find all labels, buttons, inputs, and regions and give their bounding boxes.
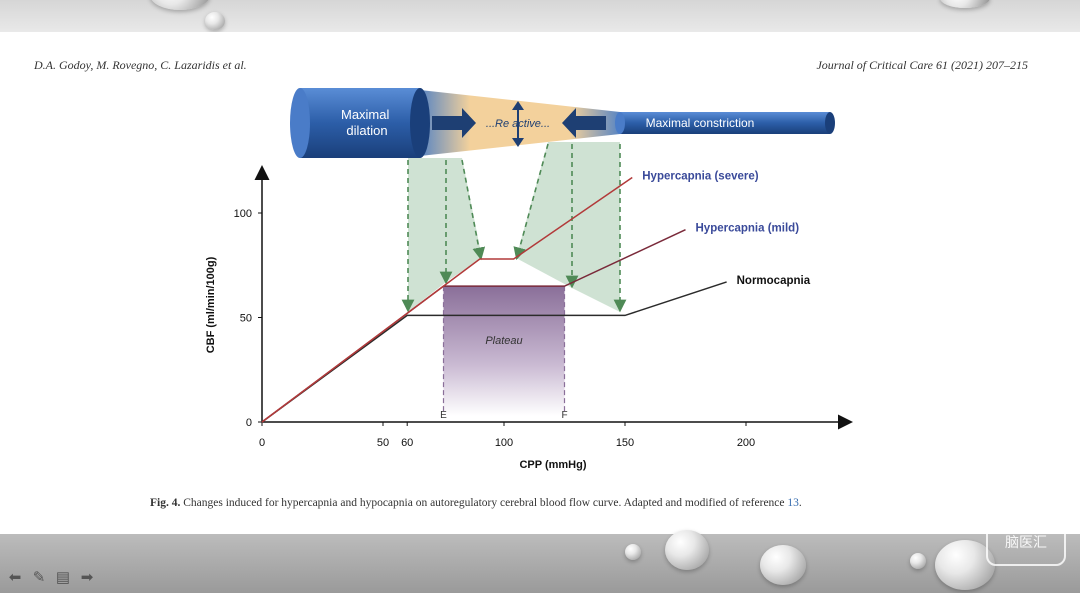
series-lines <box>261 176 727 423</box>
plateau-start-label: E <box>440 410 447 421</box>
vertical-arrow-icon <box>512 101 524 147</box>
dilation-tube <box>290 88 430 158</box>
figure-caption: Fig. 4. Changes induced for hypercapnia … <box>150 497 950 509</box>
pen-icon[interactable]: ✎ <box>32 569 46 586</box>
y-ticks: 0 50 100 <box>234 208 262 429</box>
y-tick-label: 0 <box>246 417 252 429</box>
projection-bands <box>408 142 620 312</box>
series-label-1: Hypercapnia (mild) <box>696 223 800 235</box>
next-slide-icon[interactable]: ➡ <box>80 569 94 586</box>
series-label-0: Normocapnia <box>737 275 811 287</box>
bubble-decoration <box>665 530 709 570</box>
projection-arrows <box>401 143 627 313</box>
x-tick-label: 50 <box>377 437 389 449</box>
bubble-decoration <box>940 0 990 8</box>
caption-reference-link[interactable]: 13 <box>787 497 799 509</box>
caption-text: Changes induced for hypercapnia and hypo… <box>180 497 788 509</box>
inward-arrow-right-icon <box>562 108 606 138</box>
y-tick-label: 100 <box>234 208 252 220</box>
vessel-right-label: Maximal constriction <box>646 116 755 130</box>
x-tick-label: 0 <box>259 437 265 449</box>
x-tick-label: 100 <box>495 437 513 449</box>
bubble-decoration <box>910 553 926 569</box>
vessel-middle-label: ...Re active... <box>486 118 550 130</box>
series-labels: Normocapnia Hypercapnia (mild) Hypercapnia… <box>642 170 810 287</box>
y-tick-label: 50 <box>240 313 252 325</box>
journal-header: Journal of Critical Care 61 (2021) 207–2… <box>816 58 1028 72</box>
bottom-band <box>0 534 1080 593</box>
slideshow-toolbar: ⬅ ✎ ▤ ➡ <box>6 568 96 586</box>
series-line-0 <box>261 281 727 423</box>
series-line-2 <box>261 176 633 423</box>
vessel-cone <box>420 90 620 156</box>
watermark-logo: 脑医汇 <box>986 522 1066 566</box>
bubble-decoration <box>760 545 806 585</box>
x-ticks: 0 50 60 100 150 200 <box>259 422 755 449</box>
x-tick-label: 150 <box>616 437 634 449</box>
x-tick-label: 60 <box>401 437 413 449</box>
previous-slide-icon[interactable]: ⬅ <box>8 569 22 586</box>
x-tick-label: 200 <box>737 437 755 449</box>
series-label-2: Hypercapnia (severe) <box>642 170 759 182</box>
constriction-tube <box>615 112 835 134</box>
bubble-decoration <box>935 540 995 590</box>
slides-menu-icon[interactable]: ▤ <box>55 569 71 586</box>
bubble-decoration <box>625 544 641 560</box>
plateau-end-label: F <box>561 410 567 421</box>
inward-arrow-left-icon <box>432 108 476 138</box>
bubble-decoration <box>150 0 210 10</box>
caption-end: . <box>798 497 802 509</box>
y-axis-label: CBF (ml/min/100g) <box>205 256 217 353</box>
x-axis-label: CPP (mmHg) <box>519 459 586 471</box>
plateau-area <box>443 286 565 416</box>
authors-header: D.A. Godoy, M. Rovegno, C. Lazaridis et … <box>34 58 247 72</box>
bubble-decoration <box>205 12 225 30</box>
vessel-left-label: Maximal dilation <box>341 107 393 138</box>
plateau-label: Plateau <box>485 335 522 347</box>
caption-label: Fig. 4. <box>150 497 181 509</box>
